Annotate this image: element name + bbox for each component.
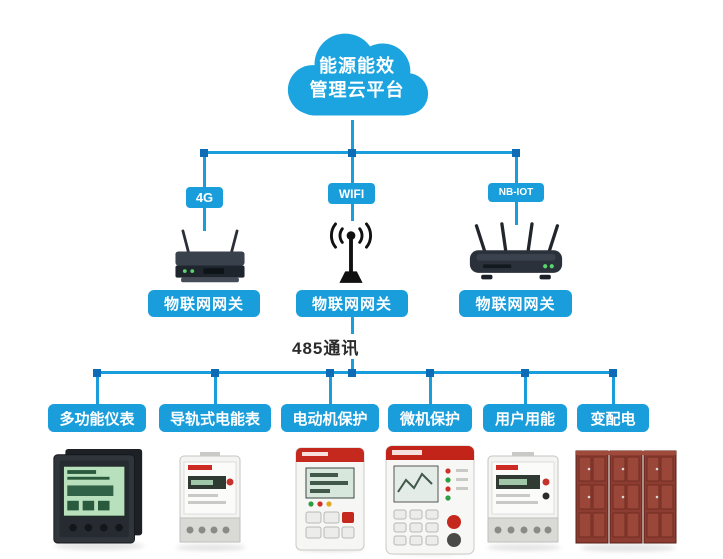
bus-node xyxy=(93,369,101,377)
product-shadow xyxy=(54,542,144,550)
connector-drop-device4 xyxy=(429,371,432,405)
gateway-label-2-text: 物联网网关 xyxy=(311,296,392,313)
junction-node xyxy=(348,149,356,157)
junction-node xyxy=(512,149,520,157)
cloud-label-line1: 能源能效 xyxy=(319,56,395,76)
device-label-5: 用户用能 xyxy=(483,404,567,432)
relay-protector-image xyxy=(384,444,476,559)
connector-drop-device6 xyxy=(612,371,615,405)
wifi-antenna-icon xyxy=(329,222,373,283)
bus-node xyxy=(609,369,617,377)
cloud-label-line2: 管理云平台 xyxy=(309,80,405,100)
junction-node xyxy=(200,149,208,157)
badge-nbiot-label: NB-IOT xyxy=(498,187,534,198)
4g-router-image xyxy=(168,228,252,293)
connector-drop-device1 xyxy=(96,371,99,405)
device-label-6: 变配电 xyxy=(577,404,649,432)
wifi-antenna-image xyxy=(322,218,380,291)
bus-node xyxy=(326,369,334,377)
nbiot-router-icon xyxy=(469,222,563,280)
connector-cloud-drop xyxy=(351,120,354,154)
gateway-label-3: 物联网网关 xyxy=(459,290,572,317)
badge-wifi-label: WIFI xyxy=(338,186,365,201)
nbiot-router-image xyxy=(464,222,568,291)
gateway-label-1-text: 物联网网关 xyxy=(163,296,244,313)
cloud-platform: 能源能效 管理云平台 xyxy=(278,28,436,130)
panel-meter-image xyxy=(50,446,146,551)
connector-bus-horizontal xyxy=(96,371,616,374)
connector-drop-device2 xyxy=(214,371,217,405)
din-meter-icon xyxy=(179,452,241,543)
badge-nbiot: NB-IOT xyxy=(488,183,544,202)
bus-node xyxy=(348,369,356,377)
product-shadow xyxy=(176,544,246,551)
switchgear-cabinet-icon xyxy=(575,450,677,544)
din-meter-image xyxy=(170,452,250,553)
gateway-label-3-text: 物联网网关 xyxy=(475,296,556,313)
connector-top-horizontal xyxy=(203,151,517,154)
device-label-4: 微机保护 xyxy=(388,404,472,432)
cloud-label: 能源能效 管理云平台 xyxy=(278,54,436,102)
product-shadow xyxy=(487,544,561,551)
device-label-4-text: 微机保护 xyxy=(399,410,460,428)
device-label-2: 导轨式电能表 xyxy=(159,404,271,432)
device-label-5-text: 用户用能 xyxy=(494,410,555,428)
bus-node xyxy=(211,369,219,377)
relay-protector-icon xyxy=(385,445,475,555)
device-label-6-text: 变配电 xyxy=(590,410,636,428)
cloud-icon xyxy=(287,33,429,116)
bus-label: 485通讯 xyxy=(288,334,364,359)
4g-router-icon xyxy=(175,229,245,283)
device-label-3-text: 电动机保护 xyxy=(292,410,368,428)
product-shadow xyxy=(580,544,676,552)
motor-protector-image xyxy=(292,446,368,557)
device-label-1-text: 多功能仪表 xyxy=(59,410,135,428)
badge-wifi: WIFI xyxy=(328,183,375,204)
device-label-2-text: 导轨式电能表 xyxy=(169,410,260,428)
bus-node xyxy=(426,369,434,377)
panel-meter-icon xyxy=(53,448,143,544)
connector-drop-device3 xyxy=(329,371,332,405)
badge-4g-label: 4G xyxy=(195,190,214,205)
gateway-label-1: 物联网网关 xyxy=(148,290,260,317)
energy-meter-image xyxy=(480,452,566,553)
connector-drop-device5 xyxy=(524,371,527,405)
motor-protector-icon xyxy=(295,447,365,551)
switchgear-cabinet-image xyxy=(574,444,680,553)
device-label-3: 电动机保护 xyxy=(281,404,379,432)
badge-4g: 4G xyxy=(186,187,223,208)
energy-meter-icon xyxy=(487,452,559,543)
device-label-1: 多功能仪表 xyxy=(48,404,146,432)
gateway-label-2: 物联网网关 xyxy=(296,290,408,317)
bus-node xyxy=(521,369,529,377)
